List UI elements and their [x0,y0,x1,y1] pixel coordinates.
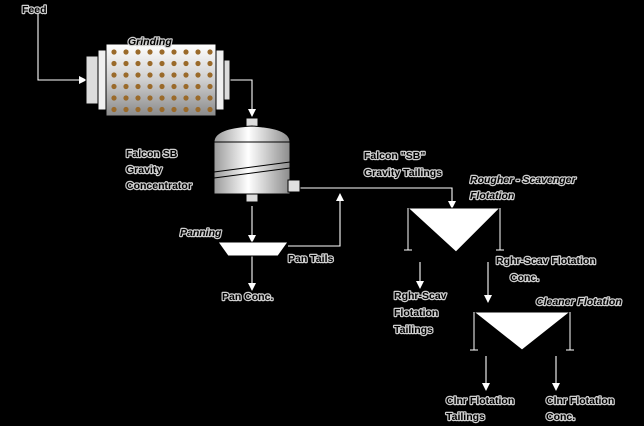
mill-dot [123,106,129,113]
falcon-tailings-label-line2: Gravity Tailings [364,167,442,179]
mill-dot [111,106,117,113]
mill-dot [111,83,117,90]
mill-dot [195,83,201,90]
pan-tails-return-flow [288,193,344,247]
mill-dot [207,60,213,67]
mill-dot [159,95,165,101]
mill-dot [123,95,129,101]
clnr-conc-label-line1: Clnr Flotation [546,395,614,407]
flow-lines [37,14,560,391]
rghr-conc-label-line2: Conc. [510,272,539,284]
mill-dot [123,60,129,67]
mill-dot [171,72,177,78]
clnr-tailings-label-line1: Clnr Flotation [446,395,514,407]
mill-dot [171,83,177,90]
falcon-tailings-flow [298,187,456,209]
mill-dot [183,95,189,101]
mill-dot [159,60,165,67]
rougher-label-line1: Rougher - Scavenger [470,174,577,186]
mill-dot [123,72,129,78]
mill-dot [183,83,189,90]
mill-dot [207,106,213,113]
mill-dot [135,95,141,101]
mill-dot [135,60,141,67]
mill-dot [147,95,153,101]
falcon-concentrator-icon [204,117,301,207]
mill-dot [207,49,213,55]
mill-dot [135,49,141,55]
mill-dot [147,49,153,55]
feed-to-mill-flow [37,14,87,84]
mill-dot [159,106,165,113]
mill-dot [147,60,153,67]
mill-dot [111,95,117,101]
rougher-label-line2: Flotation [470,190,514,202]
falcon-tailings-label-line1: Falcon "SB" [364,150,425,162]
cleaner-flotation-cell-icon [470,311,574,351]
mill-dot [159,49,165,55]
falcon-label-line2: Gravity [126,164,162,176]
mill-dot [207,95,213,101]
mill-dot [123,49,129,55]
falcon-label-line1: Falcon SB [126,148,178,160]
mill-dot [171,60,177,67]
clnr-conc-label-line2: Conc. [546,411,575,423]
mill-dot [135,106,141,113]
mill-dot [135,72,141,78]
panning-table-icon [217,241,289,257]
mill-dot [123,83,129,90]
clnr-tailings-label-line2: Tailings [446,411,485,423]
rghr-tailings-label-line2: Flotation [394,307,438,319]
rougher-flotation-cell-icon [404,207,504,253]
mill-dot [195,60,201,67]
mill-dot [195,106,201,113]
mill-dot [183,49,189,55]
panning-label: Panning [180,227,222,239]
mill-dot [195,49,201,55]
cleaner-label: Cleaner Flotation [536,296,622,308]
pan-tails-label: Pan Tails [288,253,333,265]
rghr-conc-label-line1: Rghr-Scav Flotation [496,255,596,267]
grinding-mill-icon [85,43,231,117]
mill-dot [183,72,189,78]
mill-dot [171,106,177,113]
feed-label: Feed [22,4,47,16]
mill-dot [207,72,213,78]
mill-dot [195,95,201,101]
labels: Feed Grinding Falcon SB Gravity Concentr… [21,3,623,424]
mill-dot [195,72,201,78]
mill-dot [111,49,117,55]
pan-conc-label: Pan Conc. [222,291,273,303]
mill-to-falcon-flow [226,79,256,117]
rghr-tailings-label-line1: Rghr-Scav [394,290,447,302]
grinding-label: Grinding [128,36,172,48]
mill-dot [183,106,189,113]
mill-dot [171,95,177,101]
mill-dot [171,49,177,55]
mill-dot [135,83,141,90]
mill-dot [111,72,117,78]
mill-dot [147,72,153,78]
rghr-tailings-label-line3: Tailings [394,324,433,336]
mill-dot [147,106,153,113]
mill-dot [159,83,165,90]
mill-dot [147,83,153,90]
mill-dot [159,72,165,78]
mill-dot [111,60,117,67]
mill-dot [183,60,189,67]
falcon-label-line3: Concentrator [126,180,192,192]
mill-dot [207,83,213,90]
